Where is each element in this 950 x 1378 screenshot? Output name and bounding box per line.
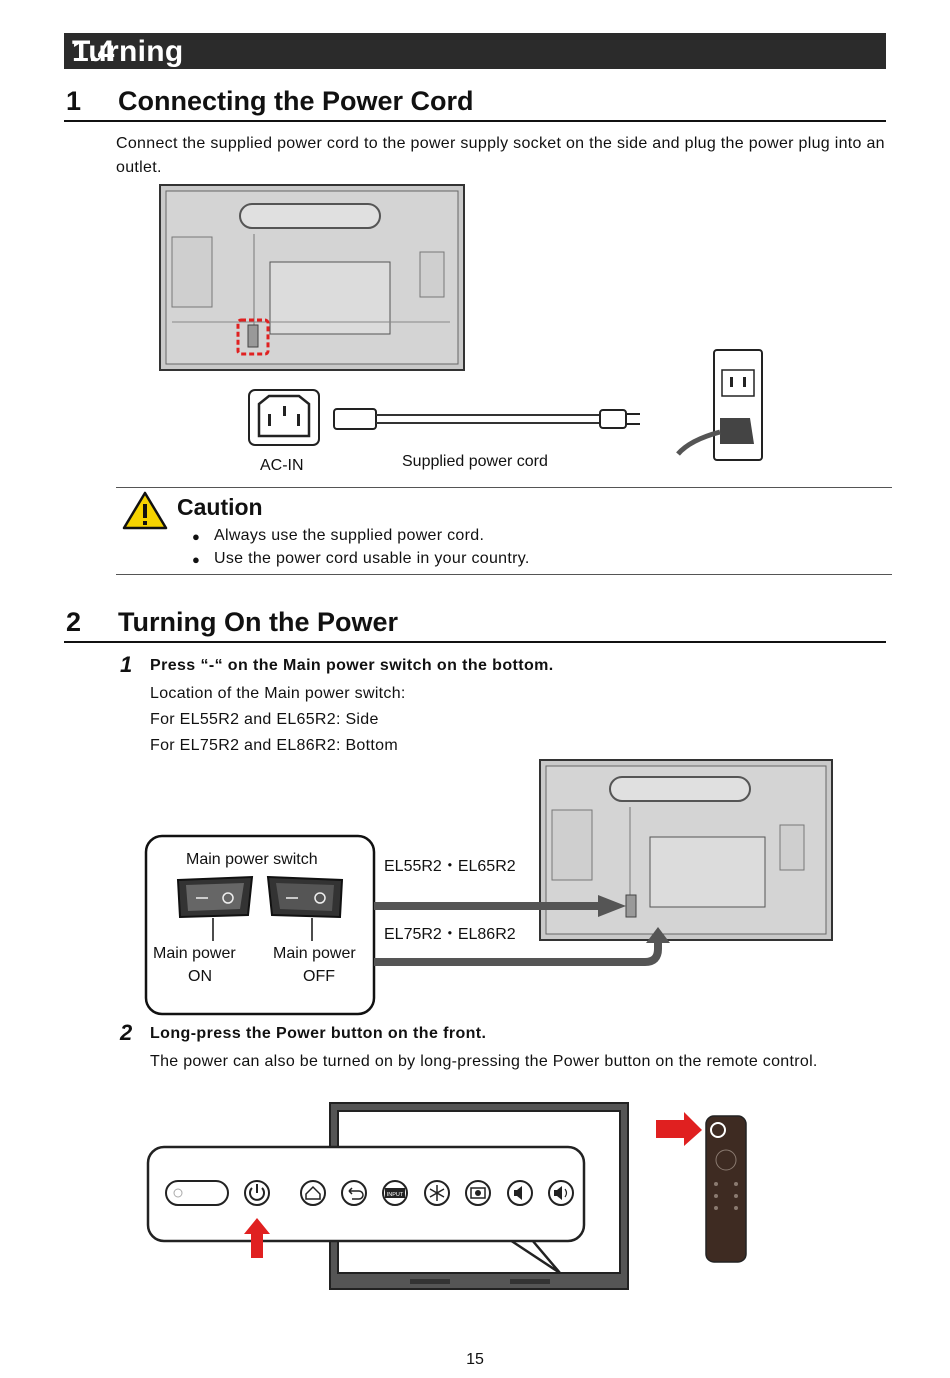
rocker-switch-off-icon — [266, 875, 344, 919]
display-rear-illustration — [539, 759, 833, 941]
freeze-icon — [424, 1180, 450, 1206]
red-arrow-right-icon — [656, 1112, 702, 1146]
power-cord-figure: AC-IN Supplied power cord — [159, 184, 763, 474]
model-group-side: EL55R2・EL65R2 — [384, 858, 516, 875]
camera-icon — [465, 1180, 491, 1206]
paragraph: Connect the supplied power cord to the p… — [116, 135, 885, 176]
power-icon — [244, 1180, 270, 1206]
switch-box-title: Main power switch — [186, 851, 318, 868]
step-line: For EL75R2 and EL86R2: Bottom — [150, 737, 398, 754]
switch-off-label: Main power — [273, 945, 356, 962]
step-title: Press “-“ on the Main power switch on th… — [150, 657, 554, 674]
step-number: 1 — [120, 652, 133, 677]
page-number: 15 — [466, 1351, 484, 1368]
step-title: Long-press the Power button on the front… — [150, 1025, 487, 1042]
remote-control-illustration — [705, 1115, 747, 1263]
main-switch-figure: Main power switch Main power ON Main pow… — [144, 759, 833, 1016]
ac-in-socket-icon — [248, 389, 320, 446]
model-group-bottom: EL75R2・EL86R2 — [384, 926, 516, 943]
volume-up-icon — [548, 1180, 574, 1206]
rocker-switch-on-icon — [176, 875, 254, 919]
subsection-2-heading: 2 Turning On the Power — [66, 607, 886, 639]
section-title: 1.4 Turning On or Off the Power — [72, 35, 184, 170]
back-icon — [341, 1180, 367, 1206]
cord-label: Supplied power cord — [402, 453, 548, 470]
svg-text:INPUT: INPUT — [387, 1192, 404, 1198]
step-body: The power can also be turned on by long-… — [150, 1053, 818, 1070]
heading-rule — [64, 641, 886, 643]
step-line: Location of the Main power switch: — [150, 685, 406, 702]
caution-top-rule — [116, 487, 892, 488]
light-sensor-indicator — [165, 1180, 229, 1206]
caution-item: Use the power cord usable in your countr… — [192, 547, 530, 572]
volume-down-icon — [507, 1180, 533, 1206]
switch-off-state: OFF — [303, 968, 335, 985]
caution-title: Caution — [177, 494, 263, 520]
subsection-1-heading: 1 Connecting the Power Cord — [66, 86, 886, 118]
input-icon: INPUT — [382, 1180, 408, 1206]
subsection-title: Connecting the Power Cord — [118, 86, 474, 116]
power-cord-illustration — [333, 408, 640, 430]
ac-in-label: AC-IN — [260, 457, 304, 474]
home-icon — [300, 1180, 326, 1206]
step-number: 2 — [120, 1020, 133, 1045]
step-line: For EL55R2 and EL65R2: Side — [150, 711, 379, 728]
caution-item: Always use the supplied power cord. — [192, 524, 484, 549]
wall-outlet-illustration — [676, 349, 763, 461]
subsection-number: 2 — [66, 607, 82, 637]
red-arrow-up-icon — [244, 1218, 270, 1258]
arrow-to-side-switch — [374, 895, 626, 917]
switch-on-label: Main power — [153, 945, 236, 962]
heading-rule — [64, 120, 886, 122]
switch-on-state: ON — [188, 968, 212, 985]
caution-bottom-rule — [116, 574, 892, 575]
caution-warning-icon — [122, 491, 168, 530]
arrow-to-bottom-switch — [374, 927, 670, 966]
subsection-number: 1 — [66, 86, 82, 116]
display-rear-illustration — [159, 184, 465, 371]
front-panel-figure: INPUT — [146, 1102, 747, 1290]
section-header: 1.4 Turning On or Off the Power — [64, 33, 886, 170]
subsection-title: Turning On the Power — [118, 607, 398, 637]
